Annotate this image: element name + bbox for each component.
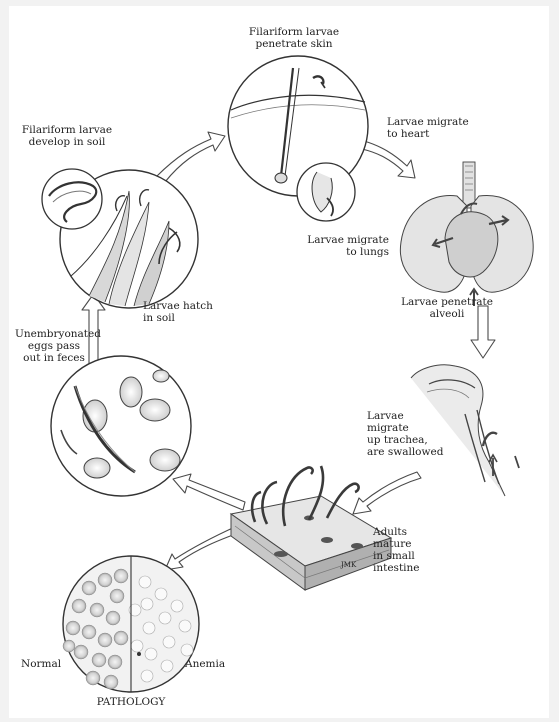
label-migrate-to-heart: Larvae migrate to heart <box>387 116 469 140</box>
label-filariform-develop-soil: Filariform larvae develop in soil <box>15 124 119 148</box>
label-migrate-to-lungs: Larvae migrate to lungs <box>289 234 389 258</box>
label-pathology: PATHOLOGY <box>79 696 183 708</box>
artist-initials: JMK <box>341 559 356 571</box>
label-migrate-up-trachea: Larvae migrate up trachea, are swallowed <box>367 410 443 458</box>
label-filariform-penetrate-skin: Filariform larvae penetrate skin <box>219 26 369 50</box>
label-larvae-hatch-soil: Larvae hatch in soil <box>143 300 213 324</box>
label-adults-mature-intestine: Adults mature in small intestine <box>373 526 420 574</box>
label-eggs-pass-feces: Unembryonated eggs pass out in feces <box>15 328 93 364</box>
arrow-intestine-to-eggs <box>173 474 245 510</box>
eggs-illustration <box>51 356 191 496</box>
arrow-soil-to-skin <box>157 132 225 182</box>
label-penetrate-alveoli: Larvae penetrate alveoli <box>397 296 497 320</box>
life-cycle-diagram: Filariform larvae penetrate skin Larvae … <box>9 6 549 718</box>
label-normal: Normal <box>21 658 61 670</box>
soil-illustration <box>42 169 198 308</box>
arrow-skin-to-heart <box>362 141 415 178</box>
arrow-intestine-to-pathology <box>165 526 241 570</box>
label-anemia: Anemia <box>185 658 225 670</box>
pathology-illustration <box>63 556 199 692</box>
intestine-illustration <box>231 466 391 590</box>
arrow-trachea-to-intestine <box>353 472 421 514</box>
lungs-heart-illustration <box>400 162 533 306</box>
skin-illustration <box>228 56 368 221</box>
